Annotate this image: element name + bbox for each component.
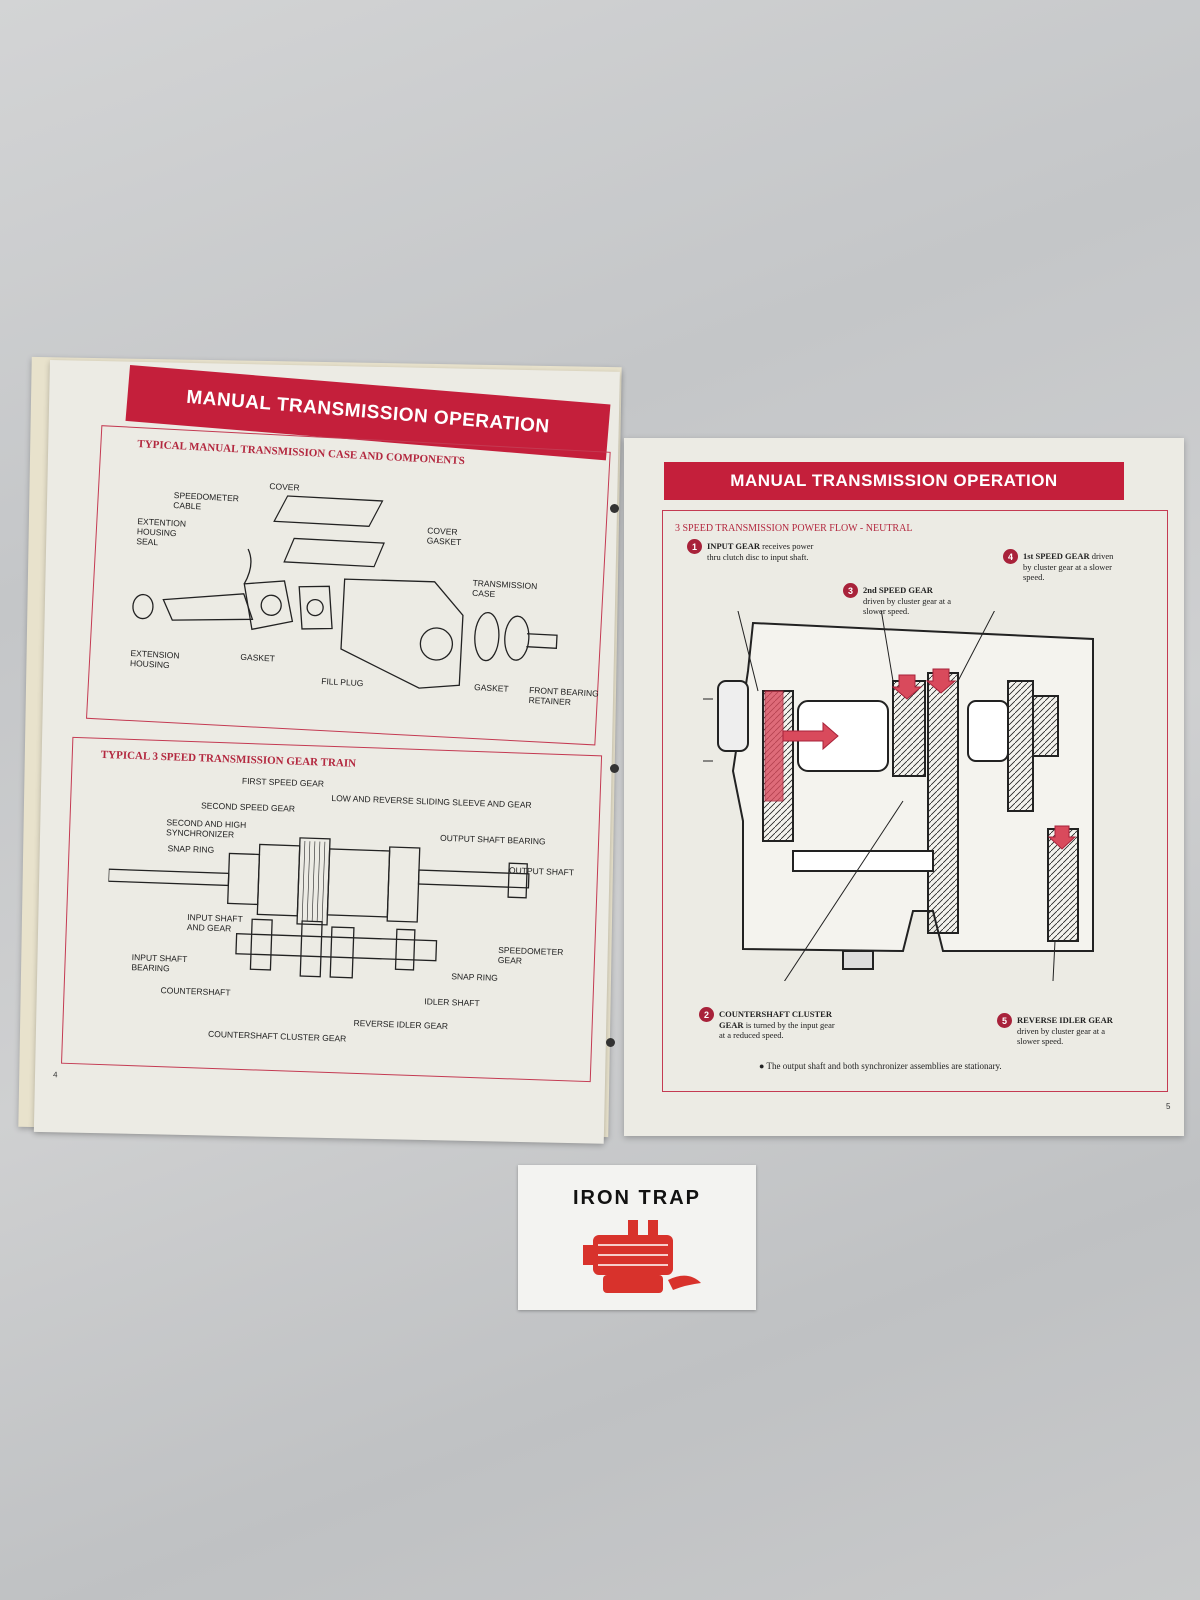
binding-hole <box>610 764 619 773</box>
engine-logo-icon <box>583 1220 701 1293</box>
right-page-header: MANUAL TRANSMISSION OPERATION <box>664 462 1124 500</box>
callout-number-2: 2 <box>699 1007 714 1022</box>
binding-hole <box>606 1038 615 1047</box>
label-gasket-2: GASKET <box>473 682 509 694</box>
left-page: MANUAL TRANSMISSION OPERATION TYPICAL MA… <box>33 360 620 1144</box>
callout-number-4: 4 <box>1003 549 1018 564</box>
label-second-speed-gear: SECOND SPEED GEAR <box>200 800 296 814</box>
label-idler-shaft: IDLER SHAFT <box>424 996 480 1009</box>
label-reverse-idler-gear: REVERSE IDLER GEAR <box>353 1017 449 1032</box>
callout-number-1: 1 <box>687 539 702 554</box>
section-title: 3 SPEED TRANSMISSION POWER FLOW - NEUTRA… <box>675 523 913 534</box>
label-fill-plug: FILL PLUG <box>321 676 364 689</box>
callout-5-text: REVERSE IDLER GEAR driven by cluster gea… <box>1017 1015 1113 1046</box>
iron-trap-logo-card: IRON TRAP <box>518 1165 756 1310</box>
label-countershaft: COUNTERSHAFT <box>160 985 231 998</box>
footnote: ● The output shaft and both synchronizer… <box>759 1061 1002 1071</box>
gear-train-section: TYPICAL 3 SPEED TRANSMISSION GEAR TRAIN … <box>61 736 603 1083</box>
label-gasket-1: GASKET <box>240 651 276 664</box>
section-title: TYPICAL MANUAL TRANSMISSION CASE AND COM… <box>137 438 466 468</box>
callout-number-5: 5 <box>997 1013 1012 1028</box>
logo-text: IRON TRAP <box>573 1187 701 1209</box>
callout-2-text: COUNTERSHAFT CLUSTER GEAR is turned by t… <box>719 1009 835 1040</box>
callout-number-3: 3 <box>843 583 858 598</box>
case-components-section: TYPICAL MANUAL TRANSMISSION CASE AND COM… <box>86 425 611 746</box>
callout-4-text: 1st SPEED GEAR driven by cluster gear at… <box>1023 551 1114 582</box>
binding-hole <box>610 504 619 513</box>
label-snap-ring-1: SNAP RING <box>167 843 215 855</box>
case-exploded-diagram <box>132 495 558 689</box>
label-snap-ring-2: SNAP RING <box>451 971 499 983</box>
power-flow-diagram <box>703 611 1094 981</box>
gear-train-diagram <box>107 837 530 979</box>
right-page: MANUAL TRANSMISSION OPERATION 3 SPEED TR… <box>624 438 1184 1136</box>
power-flow-section: 3 SPEED TRANSMISSION POWER FLOW - NEUTRA… <box>662 510 1168 1092</box>
label-first-speed-gear: FIRST SPEED GEAR <box>241 775 325 789</box>
label-low-reverse-sleeve: LOW AND REVERSE SLIDING SLEEVE AND GEAR <box>331 792 532 810</box>
label-cover: COVER <box>269 481 300 493</box>
section-title: TYPICAL 3 SPEED TRANSMISSION GEAR TRAIN <box>100 748 357 770</box>
label-countershaft-cluster-gear: COUNTERSHAFT CLUSTER GEAR <box>207 1028 347 1044</box>
page-number: 4 <box>52 1070 58 1080</box>
callout-1-text: INPUT GEAR receives power thru clutch di… <box>707 541 814 562</box>
page-number: 5 <box>1166 1102 1171 1111</box>
callout-3-text: 2nd SPEED GEAR driven by cluster gear at… <box>863 585 952 616</box>
